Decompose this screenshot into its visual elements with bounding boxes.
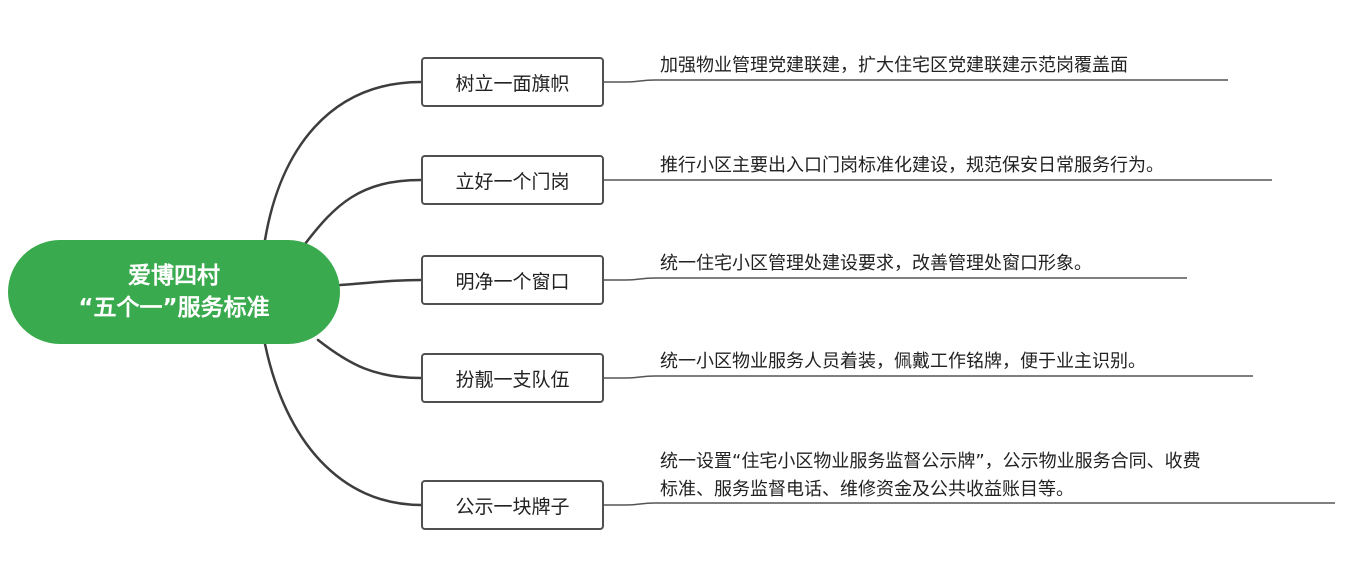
root-title-line-1: 爱博四村	[128, 263, 220, 289]
connector-branch-2	[303, 178, 423, 246]
branch-detail-4: 统一小区物业服务人员着装，佩戴工作铭牌，便于业主识别。	[660, 348, 1146, 376]
branch-detail-5-line-2: 标准、服务监督电话、维修资金及公共收益账目等。	[660, 479, 1074, 500]
connector-branch-4	[316, 338, 423, 380]
branch-detail-5: 统一设置“住宅小区物业服务监督公示牌”，公示物业服务合同、收费 标准、服务监督电…	[660, 448, 1201, 504]
branch-detail-3: 统一住宅小区管理处建设要求，改善管理处窗口形象。	[660, 250, 1092, 278]
connector-branch-3	[338, 278, 423, 287]
branch-detail-2-line-1: 推行小区主要出入口门岗标准化建设，规范保安日常服务行为。	[660, 155, 1164, 176]
branch-topic-1: 树立一面旗帜	[421, 57, 604, 107]
branch-detail-1: 加强物业管理党建联建，扩大住宅区党建联建示范岗覆盖面	[660, 52, 1128, 80]
branch-topic-3: 明净一个窗口	[421, 255, 604, 305]
connector-branch-5	[263, 342, 423, 507]
branch-topic-2: 立好一个门岗	[421, 155, 604, 205]
root-title-line-2: “五个一”服务标准	[78, 295, 270, 321]
branch-detail-4-line-1: 统一小区物业服务人员着装，佩戴工作铭牌，便于业主识别。	[660, 351, 1146, 372]
connector-branch-1	[263, 80, 423, 242]
branch-detail-1-line-1: 加强物业管理党建联建，扩大住宅区党建联建示范岗覆盖面	[660, 55, 1128, 76]
branch-detail-2: 推行小区主要出入口门岗标准化建设，规范保安日常服务行为。	[660, 152, 1164, 180]
root-topic: 爱博四村 “五个一”服务标准	[8, 240, 340, 344]
branch-topic-4: 扮靓一支队伍	[421, 353, 604, 403]
detail-connector-5	[604, 502, 1335, 506]
detail-connector-4	[604, 375, 1253, 379]
branch-detail-5-line-1: 统一设置“住宅小区物业服务监督公示牌”，公示物业服务合同、收费	[660, 451, 1201, 472]
branch-detail-3-line-1: 统一住宅小区管理处建设要求，改善管理处窗口形象。	[660, 253, 1092, 274]
detail-connector-1	[604, 79, 1228, 83]
branch-topic-5: 公示一块牌子	[421, 480, 604, 530]
detail-connector-3	[604, 277, 1187, 281]
